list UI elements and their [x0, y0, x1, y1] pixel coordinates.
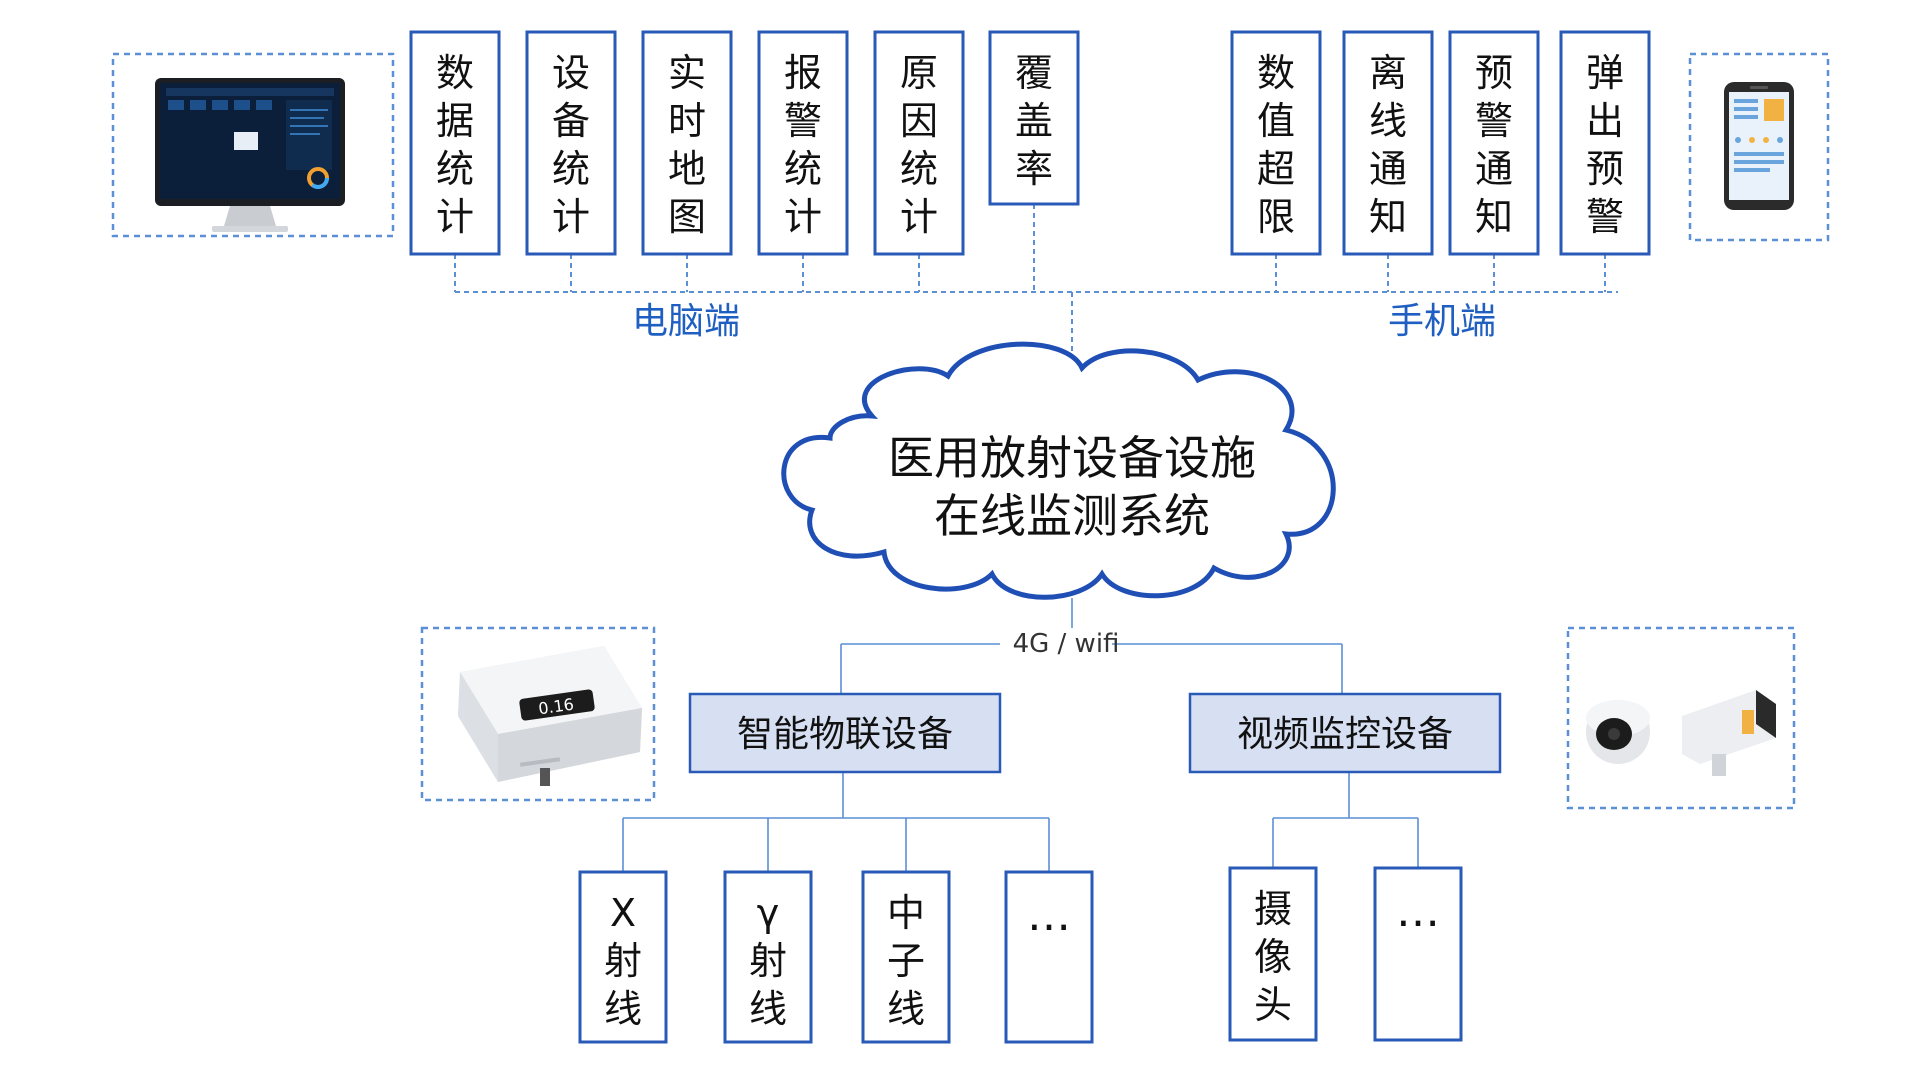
mobile-item-3-label: 预警通知: [1475, 51, 1513, 239]
iot-device-box: 智能物联设备: [688, 692, 1002, 774]
detector-display-value: 0.16: [537, 695, 575, 719]
video-item-2-label: …: [1396, 886, 1440, 937]
video-item-1: 摄像头: [1228, 866, 1318, 1042]
iot-item-4-label: …: [1027, 890, 1071, 941]
video-device-box: 视频监控设备: [1188, 692, 1502, 774]
mobile-item-2: 离线通知: [1342, 30, 1434, 292]
iot-item-3: 中子线: [861, 870, 951, 1044]
pc-label: 电脑端: [632, 301, 740, 342]
network-label: 4G / wifi: [1013, 629, 1120, 659]
pc-items: 数据统计 设备统计 实时地图 报警统计 原因统计 覆盖率: [409, 30, 1080, 292]
mobile-item-3: 预警通知: [1448, 30, 1540, 292]
system-title-line2: 在线监测系统: [934, 489, 1210, 543]
pc-item-1: 数据统计: [409, 30, 501, 292]
mobile-item-4: 弹出预警: [1559, 30, 1651, 292]
video-items: 摄像头 …: [1228, 866, 1463, 1042]
pc-item-5: 原因统计: [873, 30, 965, 292]
mobile-items: 数值超限 离线通知 预警通知 弹出预警: [1230, 30, 1651, 292]
pc-item-6-label: 覆盖率: [1015, 51, 1053, 191]
pc-item-5-label: 原因统计: [900, 51, 938, 239]
pc-item-6: 覆盖率: [988, 30, 1080, 292]
central-system-cloud: 医用放射设备设施 在线监测系统: [781, 341, 1336, 600]
iot-item-3-label: 中子线: [887, 891, 925, 1031]
iot-item-4: …: [1004, 870, 1094, 1044]
pc-item-3-label: 实时地图: [668, 51, 706, 239]
mobile-item-1-label: 数值超限: [1257, 51, 1295, 239]
bottom-connectors: [622, 598, 1419, 872]
pc-item-2-label: 设备统计: [552, 51, 590, 239]
system-title-line1: 医用放射设备设施: [888, 431, 1256, 485]
iot-device-label: 智能物联设备: [737, 714, 953, 755]
radiation-detector-icon: 0.16: [420, 626, 656, 802]
pc-item-4: 报警统计: [757, 30, 849, 292]
video-device-label: 视频监控设备: [1237, 714, 1453, 755]
mobile-item-1: 数值超限: [1230, 30, 1322, 292]
pc-item-2: 设备统计: [525, 30, 617, 292]
video-item-1-label: 摄像头: [1254, 887, 1292, 1027]
pc-item-1-label: 数据统计: [436, 51, 474, 239]
mobile-label: 手机端: [1388, 301, 1496, 342]
phone-icon: [1688, 52, 1830, 242]
pc-item-4-label: 报警统计: [784, 51, 822, 239]
monitor-icon: [111, 52, 395, 238]
mobile-item-2-label: 离线通知: [1369, 51, 1407, 239]
camera-icon: [1566, 626, 1796, 810]
video-item-2: …: [1373, 866, 1463, 1042]
mobile-item-4-label: 弹出预警: [1586, 51, 1624, 239]
top-connectors: [455, 291, 1618, 362]
pc-item-3: 实时地图: [641, 30, 733, 292]
